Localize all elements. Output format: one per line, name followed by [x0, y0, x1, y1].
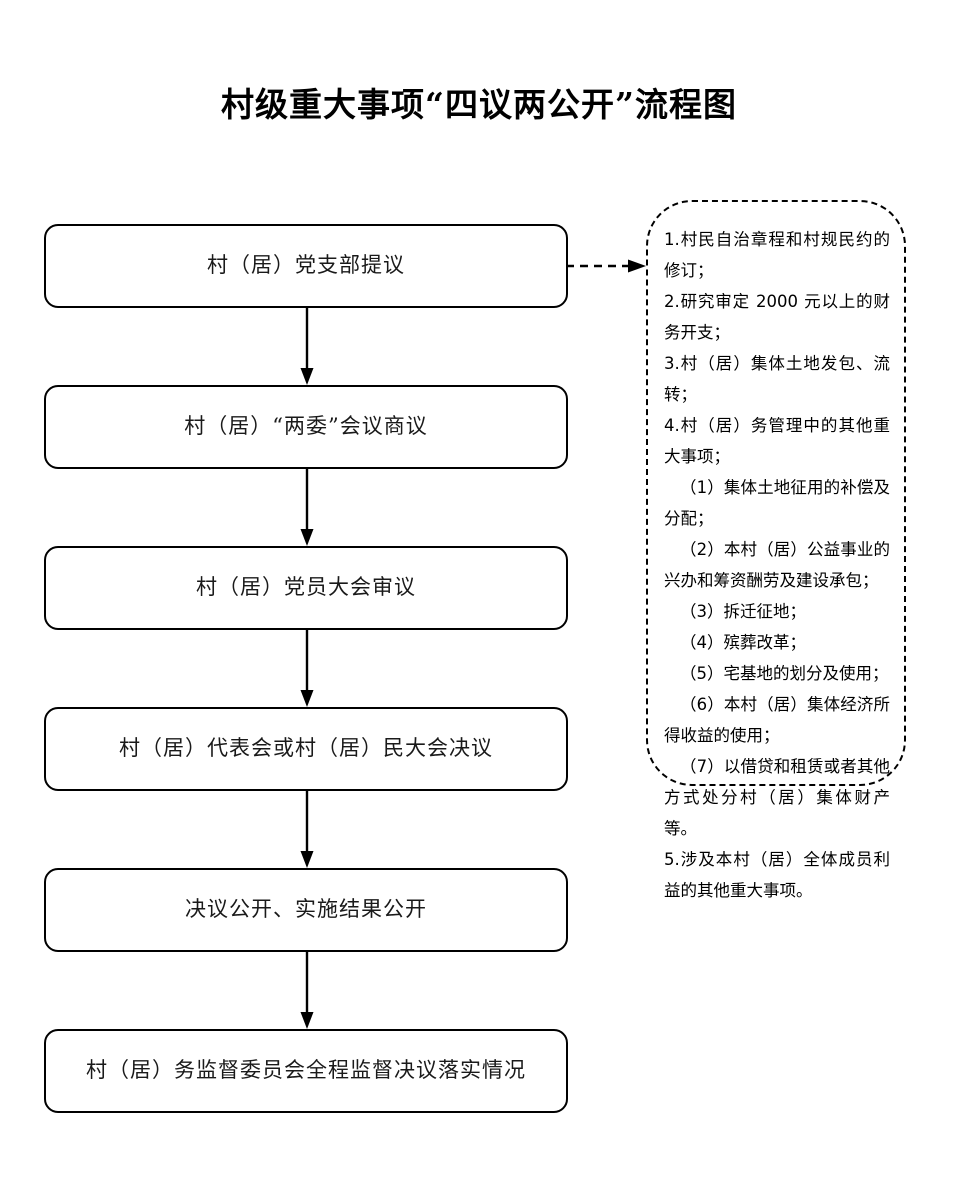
page-title: 村级重大事项“四议两公开”流程图 [221, 85, 737, 124]
list-item: （3）拆迁征地； [680, 602, 806, 621]
flow-step-1-label: 村（居）党支部提议 [207, 253, 405, 278]
flow-step-6-label: 村（居）务监督委员会全程监督决议落实情况 [86, 1058, 526, 1083]
flow-step-5[interactable]: 决议公开、实施结果公开 [44, 868, 568, 952]
list-item: （7）以借贷和租赁或者其他方式处分村（居）集体财产等。 [664, 757, 890, 838]
list-item: （6）本村（居）集体经济所得收益的使用； [664, 695, 890, 745]
list-item: （4）殡葬改革； [680, 633, 806, 652]
flow-step-5-label: 决议公开、实施结果公开 [185, 897, 427, 922]
connector-arrow-4 [299, 791, 315, 868]
flow-step-6[interactable]: 村（居）务监督委员会全程监督决议落实情况 [44, 1029, 568, 1113]
connector-arrow-5 [299, 952, 315, 1029]
connector-dashed-arrow-to-panel [566, 256, 648, 276]
connector-arrow-1 [299, 308, 315, 385]
major-matters-list: 1.村民自治章程和村规民约的修订； 2.研究审定 2000 元以上的财务开支； … [664, 224, 890, 906]
flow-step-2-label: 村（居）“两委”会议商议 [184, 414, 428, 439]
connector-arrow-3 [299, 630, 315, 707]
flow-step-1[interactable]: 村（居）党支部提议 [44, 224, 568, 308]
list-item: （5）宅基地的划分及使用； [680, 664, 889, 683]
list-item: （2）本村（居）公益事业的兴办和筹资酬劳及建设承包； [664, 540, 890, 590]
list-item: 3.村（居）集体土地发包、流转； [664, 354, 890, 404]
flow-step-4[interactable]: 村（居）代表会或村（居）民大会决议 [44, 707, 568, 791]
list-item: 5.涉及本村（居）全体成员利益的其他重大事项。 [664, 850, 890, 900]
connector-arrow-2 [299, 469, 315, 546]
flow-step-2[interactable]: 村（居）“两委”会议商议 [44, 385, 568, 469]
list-item: 1.村民自治章程和村规民约的修订； [664, 230, 890, 280]
flow-step-3[interactable]: 村（居）党员大会审议 [44, 546, 568, 630]
list-item: 2.研究审定 2000 元以上的财务开支； [664, 292, 890, 342]
flow-step-4-label: 村（居）代表会或村（居）民大会决议 [119, 736, 493, 761]
major-matters-panel: 1.村民自治章程和村规民约的修订； 2.研究审定 2000 元以上的财务开支； … [646, 200, 906, 900]
list-item: 4.村（居）务管理中的其他重大事项； [664, 416, 890, 466]
list-item: （1）集体土地征用的补偿及分配； [664, 478, 890, 528]
flow-step-3-label: 村（居）党员大会审议 [196, 575, 416, 600]
